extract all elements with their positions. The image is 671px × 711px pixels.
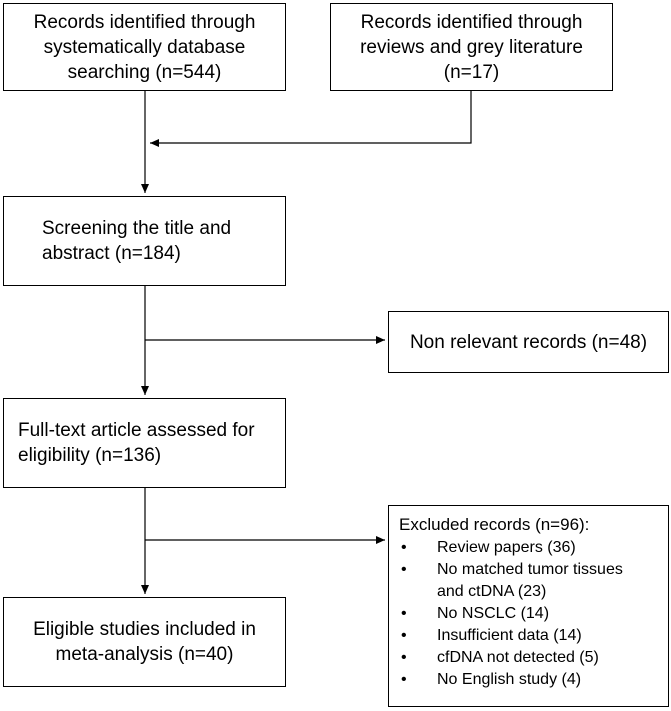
excluded-item: • Insufficient data (14) [399,625,658,647]
excluded-item-text: Insufficient data (14) [437,627,582,644]
bullet-icon: • [401,627,407,644]
eligible-box: Eligible studies included in meta-analys… [3,597,286,687]
db-search-line-1: Records identified through [33,11,256,33]
full-text-line-1: Full-text article assessed for [18,420,255,441]
screening-line-1: Screening the title and [42,218,232,239]
non-relevant-line-1: Non relevant records (n=48) [409,331,648,353]
excluded-item-text: cfDNA not detected (5) [437,649,599,666]
excluded-box: Excluded records (n=96): • Review papers… [388,505,669,707]
excluded-item-text: No NSCLC (14) [437,605,550,622]
screening-box: Screening the title and abstract (n=184) [3,196,286,286]
non-relevant-box: Non relevant records (n=48) [388,311,669,373]
other-sources-box: Records identified through reviews and g… [330,3,613,91]
other-sources-line-3: (n=17) [443,61,500,83]
excluded-item: • Review papers (36) [399,537,658,559]
excluded-item-text: Review papers (36) [437,539,576,556]
eligible-line-2: meta-analysis (n=40) [55,644,234,665]
db-search-line-3: searching (n=544) [67,61,222,83]
bullet-icon: • [401,649,407,666]
other-sources-line-2: reviews and grey literature [360,36,583,58]
other-sources-line-1: Records identified through [360,11,583,33]
excluded-title: Excluded records (n=96): [399,515,590,534]
connector-other-to-main [150,91,472,147]
excluded-item: • No matched tumor tissues and ctDNA (23… [399,559,658,603]
full-text-line-2: eligibility (n=136) [18,445,162,466]
bullet-icon: • [401,539,407,556]
excluded-item: • No English study (4) [399,669,658,691]
excluded-item-text: No English study (4) [437,671,582,688]
db-search-line-2: systematically database [43,36,246,58]
screening-line-2: abstract (n=184) [42,243,181,264]
excluded-item: • cfDNA not detected (5) [399,647,658,669]
excluded-list: • Review papers (36) • No matched tumor … [399,537,658,691]
bullet-icon: • [401,561,407,578]
excluded-item-text-cont: and ctDNA (23) [437,583,547,600]
excluded-item: • No NSCLC (14) [399,603,658,625]
bullet-icon: • [401,671,407,688]
bullet-icon: • [401,605,407,622]
eligible-line-1: Eligible studies included in [33,619,256,640]
db-search-box: Records identified through systematicall… [3,3,286,91]
excluded-item-text: No matched tumor tissues [437,561,623,578]
full-text-box: Full-text article assessed for eligibili… [3,398,286,488]
